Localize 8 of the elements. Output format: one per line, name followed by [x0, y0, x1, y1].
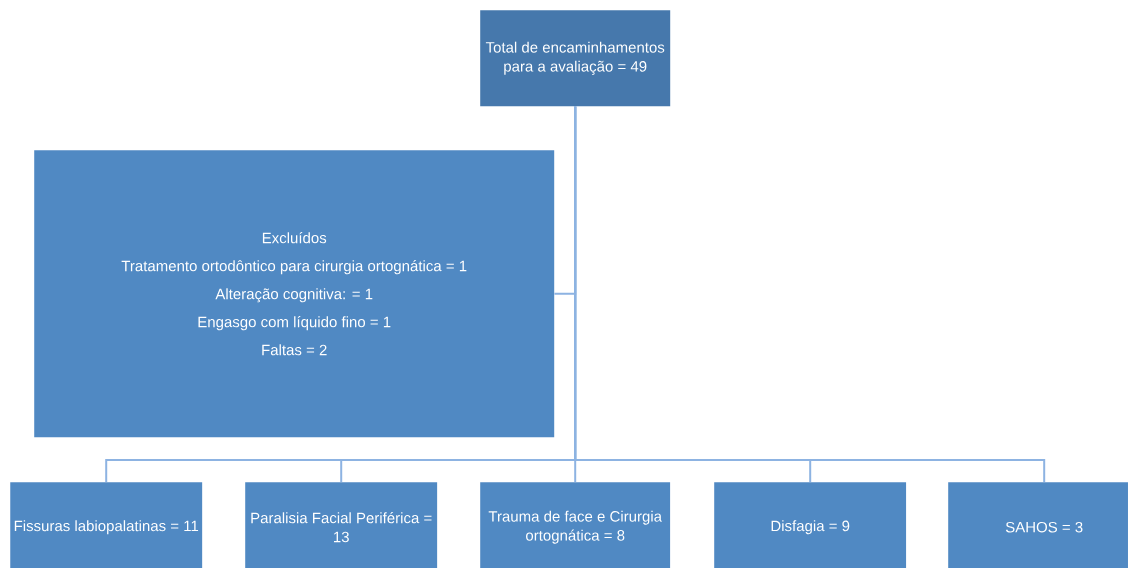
- category-box: SAHOS = 3: [948, 482, 1128, 568]
- category-box: Paralisia Facial Periférica = 13: [245, 482, 438, 568]
- category-box: Trauma de face e Cirurgia ortognática = 8: [480, 482, 671, 568]
- total-box: Total de encaminhamentos para a avaliação = 49: [480, 10, 671, 107]
- category-box: Fissuras labiopalatinas = 11: [10, 482, 203, 568]
- excluded-box: Excluídos Tratamento ortodôntico para cirurgia ortognática = 1 Alteração cognitiva: = 1 Engasgo com líquido fino = 1 Faltas = 2: [34, 150, 555, 438]
- connector-line: [574, 105, 1046, 483]
- category-box: Disfagia = 9: [714, 482, 907, 568]
